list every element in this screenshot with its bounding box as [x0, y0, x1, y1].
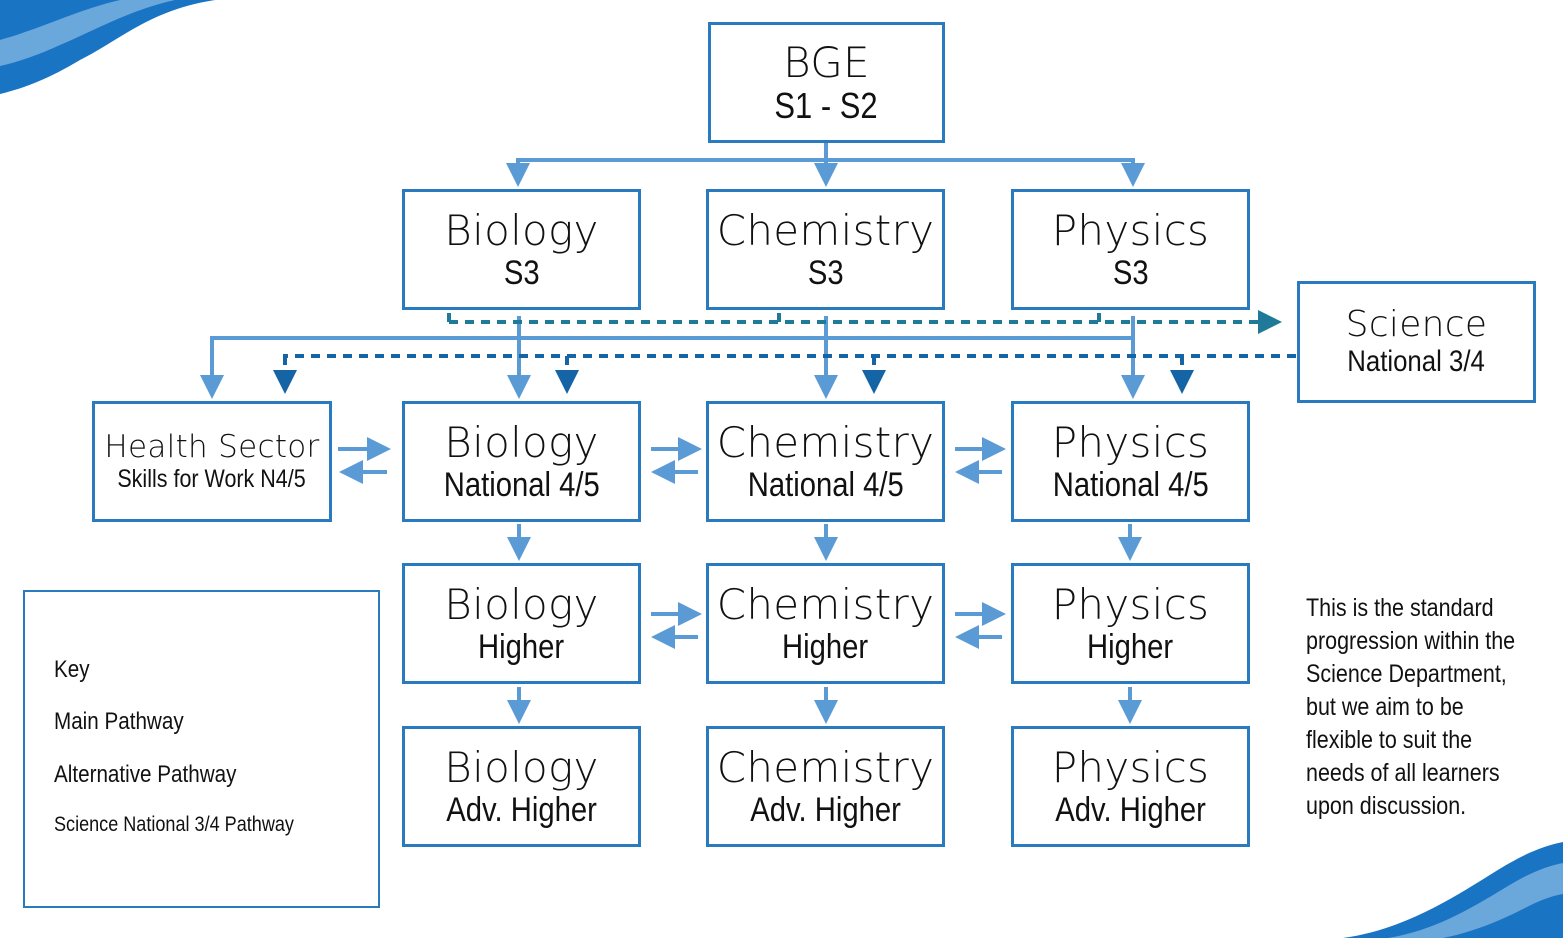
- chemistry-s3-box: Chemistry S3: [706, 189, 945, 310]
- biology-higher-level: Higher: [478, 627, 565, 666]
- main-pathway-lines: [200, 143, 1145, 724]
- key-legend-box: [23, 590, 380, 908]
- biology-national-box: Biology National 4/5: [402, 401, 641, 522]
- biology-higher-subject: Biology: [444, 579, 599, 629]
- chemistry-national-level: National 4/5: [747, 465, 904, 504]
- physics-higher-box: Physics Higher: [1011, 563, 1250, 684]
- alternative-pathway-lines: [447, 310, 1282, 334]
- physics-adv-higher-subject: Physics: [1051, 742, 1210, 792]
- chemistry-national-subject: Chemistry: [716, 417, 935, 467]
- physics-national-level: National 4/5: [1052, 465, 1209, 504]
- health-sector-box: Health Sector Skills for Work N4/5: [92, 401, 332, 522]
- chemistry-higher-subject: Chemistry: [716, 579, 935, 629]
- biology-s3-box: Biology S3: [402, 189, 641, 310]
- chemistry-adv-higher-subject: Chemistry: [716, 742, 935, 792]
- bge-title: BGE: [783, 37, 870, 87]
- biology-adv-higher-box: Biology Adv. Higher: [402, 726, 641, 847]
- health-sector-level: Skills for Work N4/5: [117, 464, 307, 493]
- biology-higher-box: Biology Higher: [402, 563, 641, 684]
- chemistry-national-box: Chemistry National 4/5: [706, 401, 945, 522]
- chemistry-s3-subject: Chemistry: [716, 205, 935, 255]
- physics-adv-higher-level: Adv. Higher: [1055, 790, 1206, 829]
- physics-s3-subject: Physics: [1051, 205, 1210, 255]
- chemistry-adv-higher-level: Adv. Higher: [750, 790, 901, 829]
- physics-higher-level: Higher: [1087, 627, 1174, 666]
- key-alternative-pathway-label: Alternative Pathway: [54, 761, 237, 788]
- physics-higher-subject: Physics: [1051, 579, 1210, 629]
- key-science-pathway-label: Science National 3/4 Pathway: [54, 813, 294, 836]
- physics-s3-box: Physics S3: [1011, 189, 1250, 310]
- top-left-wave-decoration: [0, 0, 215, 94]
- bottom-right-wave-decoration: [1343, 842, 1563, 938]
- chemistry-higher-level: Higher: [782, 627, 869, 666]
- physics-adv-higher-box: Physics Adv. Higher: [1011, 726, 1250, 847]
- key-main-pathway-label: Main Pathway: [54, 708, 184, 735]
- physics-national-box: Physics National 4/5: [1011, 401, 1250, 522]
- key-title: Key: [54, 656, 90, 683]
- biology-national-level: National 4/5: [443, 465, 600, 504]
- science-subject: Science: [1345, 304, 1488, 346]
- physics-national-subject: Physics: [1051, 417, 1210, 467]
- biology-adv-higher-subject: Biology: [444, 742, 599, 792]
- progression-note: This is the standard progression within …: [1306, 594, 1516, 820]
- physics-s3-level: S3: [1112, 253, 1149, 292]
- biology-s3-subject: Biology: [444, 205, 599, 255]
- bge-stage: S1 - S2: [774, 84, 879, 126]
- science-n34-box: Science National 3/4: [1297, 281, 1536, 403]
- chemistry-adv-higher-box: Chemistry Adv. Higher: [706, 726, 945, 847]
- chemistry-s3-level: S3: [807, 253, 844, 292]
- science-pathway-lines: [273, 354, 1296, 394]
- science-level: National 3/4: [1347, 345, 1486, 379]
- health-sector-title: Health Sector: [104, 429, 320, 466]
- biology-adv-higher-level: Adv. Higher: [446, 790, 597, 829]
- biology-national-subject: Biology: [444, 417, 599, 467]
- bge-box: BGE S1 - S2: [708, 22, 945, 143]
- biology-s3-level: S3: [503, 253, 540, 292]
- chemistry-higher-box: Chemistry Higher: [706, 563, 945, 684]
